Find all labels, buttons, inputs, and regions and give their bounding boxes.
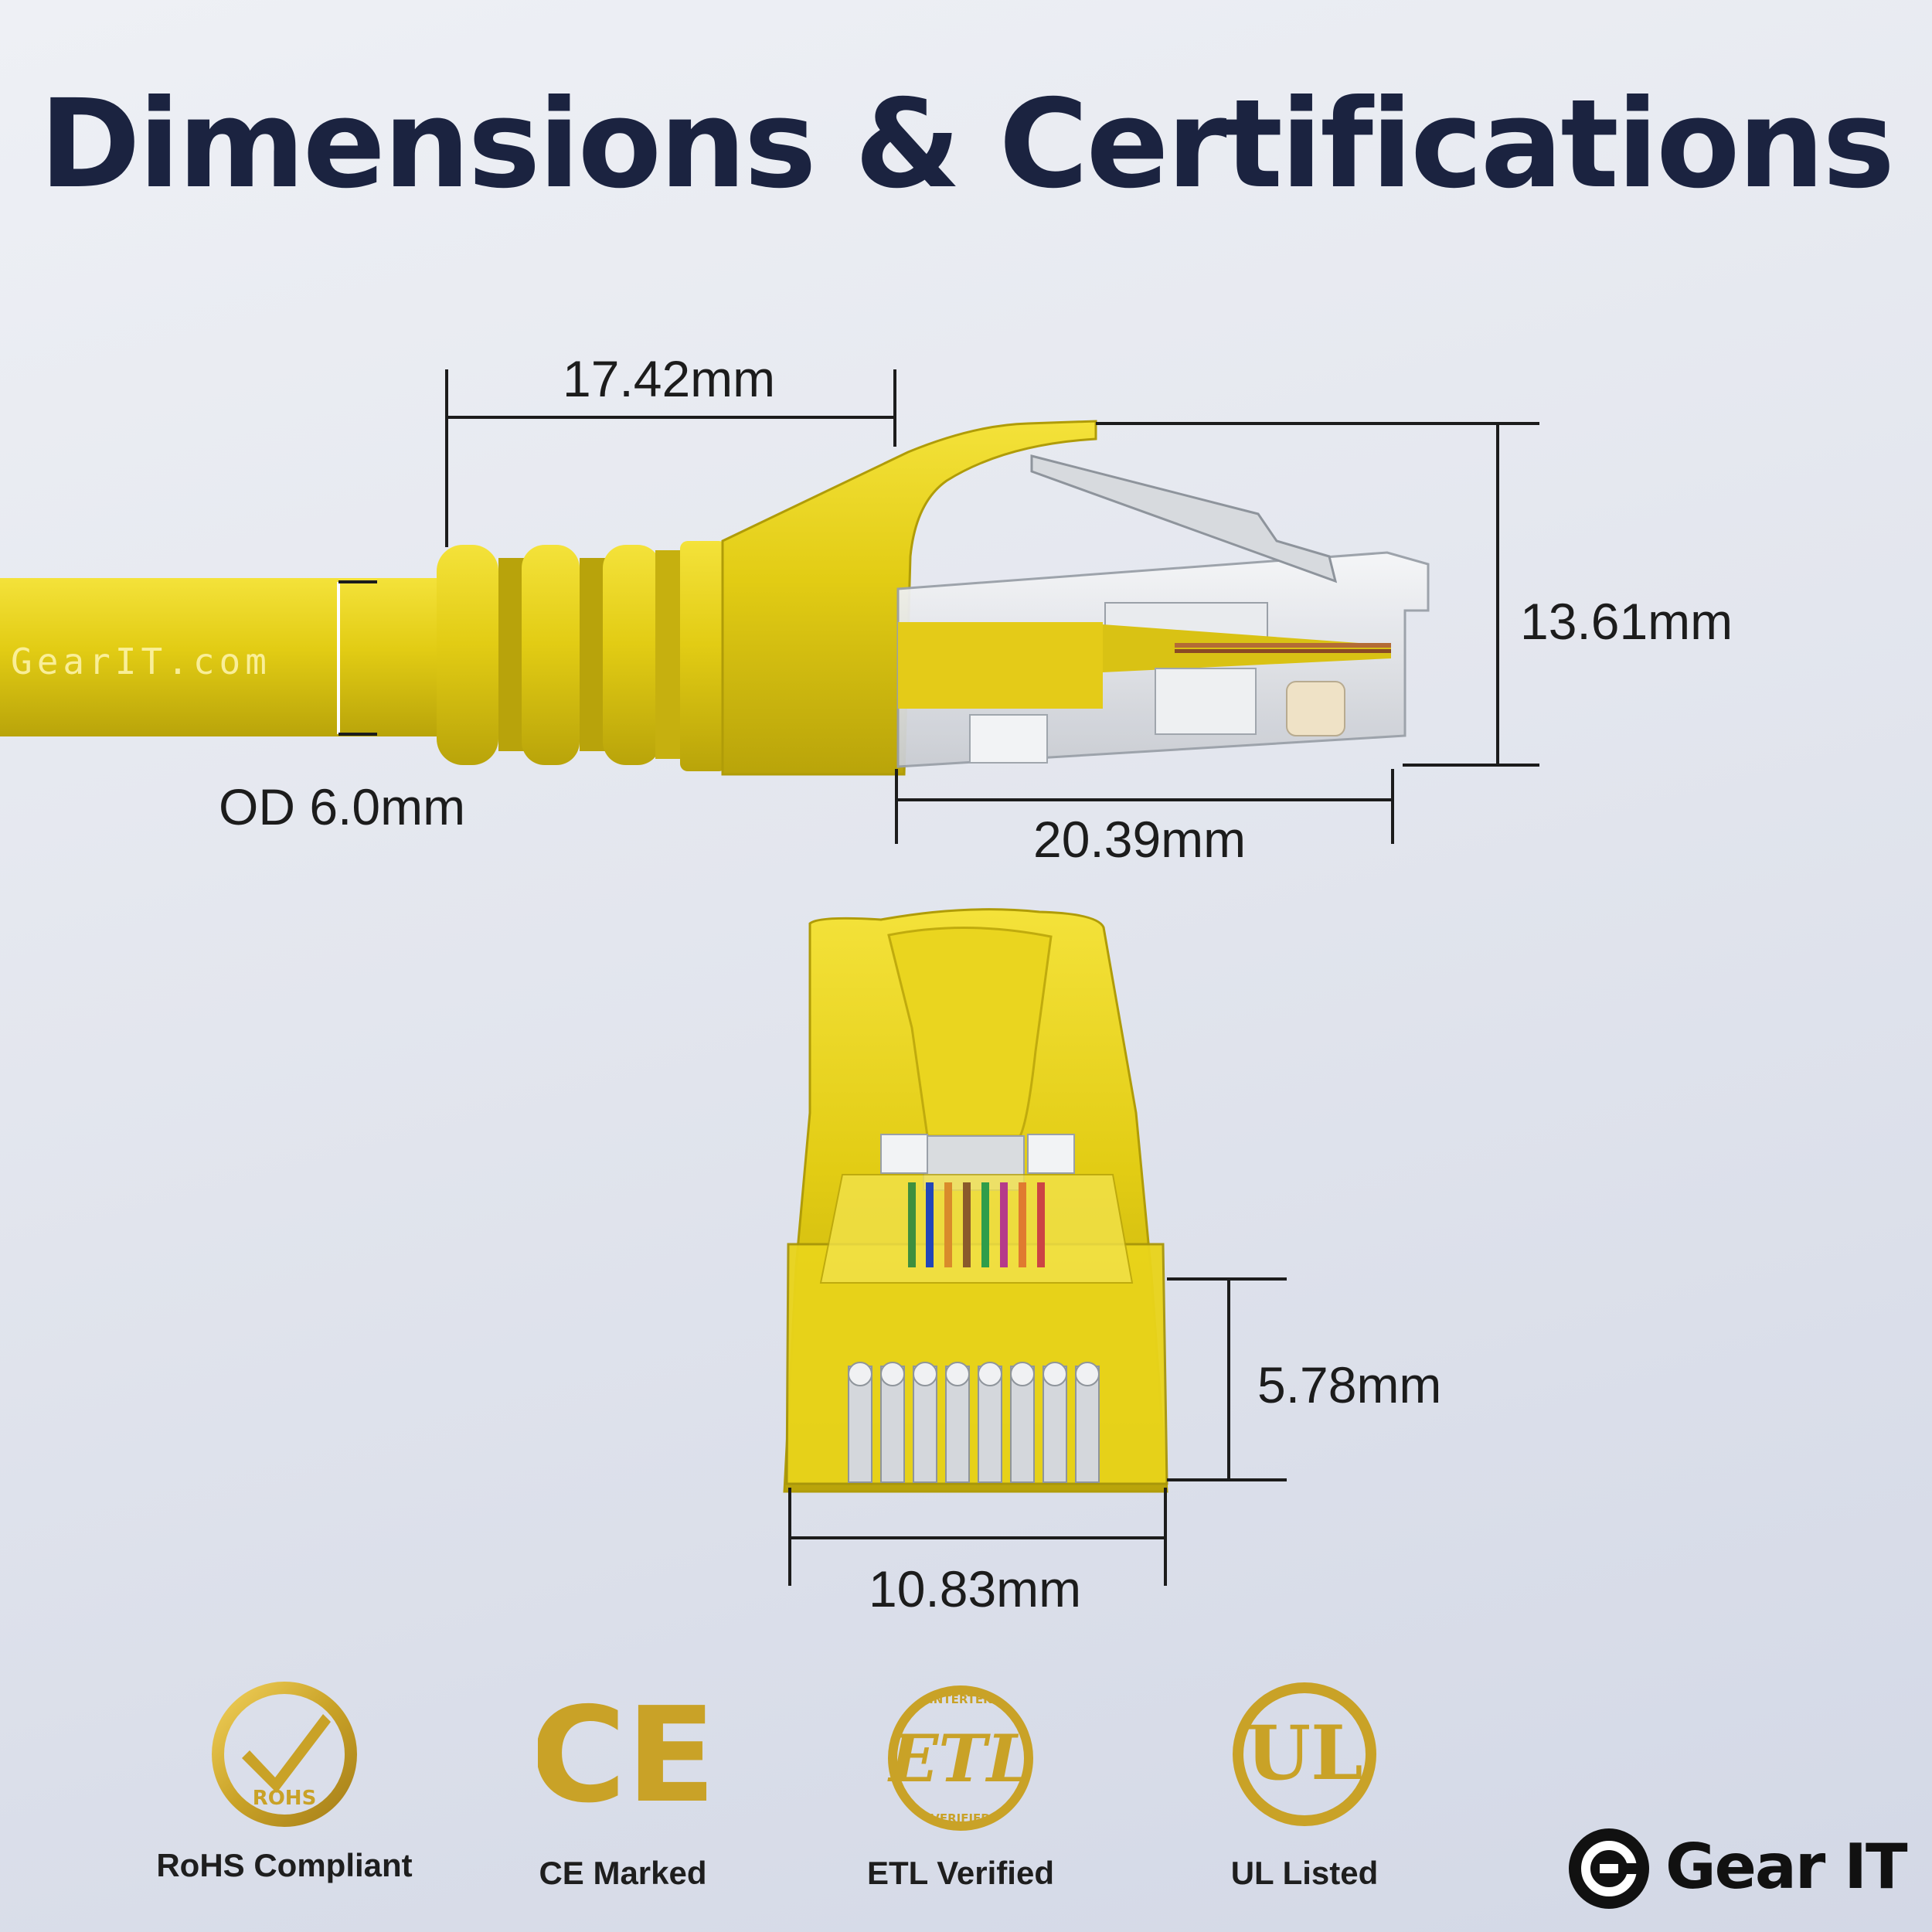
cable-od-label: OD 6.0mm bbox=[219, 778, 466, 835]
rohs-check-icon: ROHS bbox=[212, 1682, 357, 1827]
cert-label-rohs: RoHS Compliant bbox=[156, 1847, 413, 1883]
gearit-logo-icon bbox=[1569, 1828, 1649, 1909]
svg-text:UL: UL bbox=[1246, 1709, 1362, 1797]
brand-logo: Gear IT bbox=[1565, 1820, 1908, 1920]
svg-text:INTERTEK: INTERTEK bbox=[929, 1692, 993, 1706]
etl-icon: INTERTEK ETL VERIFIED bbox=[887, 1685, 1033, 1831]
plug-length-label: 20.39mm bbox=[1033, 811, 1247, 868]
svg-text:CE: CE bbox=[538, 1679, 708, 1832]
svg-text:ETL: ETL bbox=[887, 1720, 1032, 1797]
cable-side-view: GearIT.com bbox=[0, 420, 1097, 776]
plug-height-label: 13.61mm bbox=[1520, 593, 1733, 650]
brand-name: Gear IT bbox=[1665, 1831, 1908, 1903]
plug-front-view bbox=[783, 908, 1168, 1493]
page-title: Dimensions & Certifications bbox=[39, 73, 1895, 216]
cert-label-ce: CE Marked bbox=[539, 1855, 707, 1891]
front-width-label: 10.83mm bbox=[869, 1560, 1082, 1617]
dimension-lines bbox=[338, 369, 1539, 1586]
cert-rohs: ROHS RoHS Compliant bbox=[145, 1677, 423, 1909]
cert-label-etl: ETL Verified bbox=[867, 1855, 1054, 1891]
boot-length-label: 17.42mm bbox=[563, 350, 776, 407]
svg-text:ROHS: ROHS bbox=[253, 1787, 317, 1810]
ce-mark-icon: CE bbox=[538, 1679, 708, 1832]
cert-label-ul: UL Listed bbox=[1230, 1855, 1379, 1891]
ul-icon: UL bbox=[1233, 1682, 1376, 1826]
front-height-label: 5.78mm bbox=[1257, 1356, 1442, 1413]
cert-ul: UL UL Listed bbox=[1165, 1677, 1444, 1909]
svg-text:VERIFIED: VERIFIED bbox=[930, 1811, 991, 1825]
cert-etl: INTERTEK ETL VERIFIED ETL Verified bbox=[821, 1677, 1100, 1909]
plug-side-view bbox=[896, 454, 1430, 768]
cert-ce: CE CE Marked bbox=[484, 1677, 762, 1909]
cable-print: GearIT.com bbox=[11, 641, 271, 682]
